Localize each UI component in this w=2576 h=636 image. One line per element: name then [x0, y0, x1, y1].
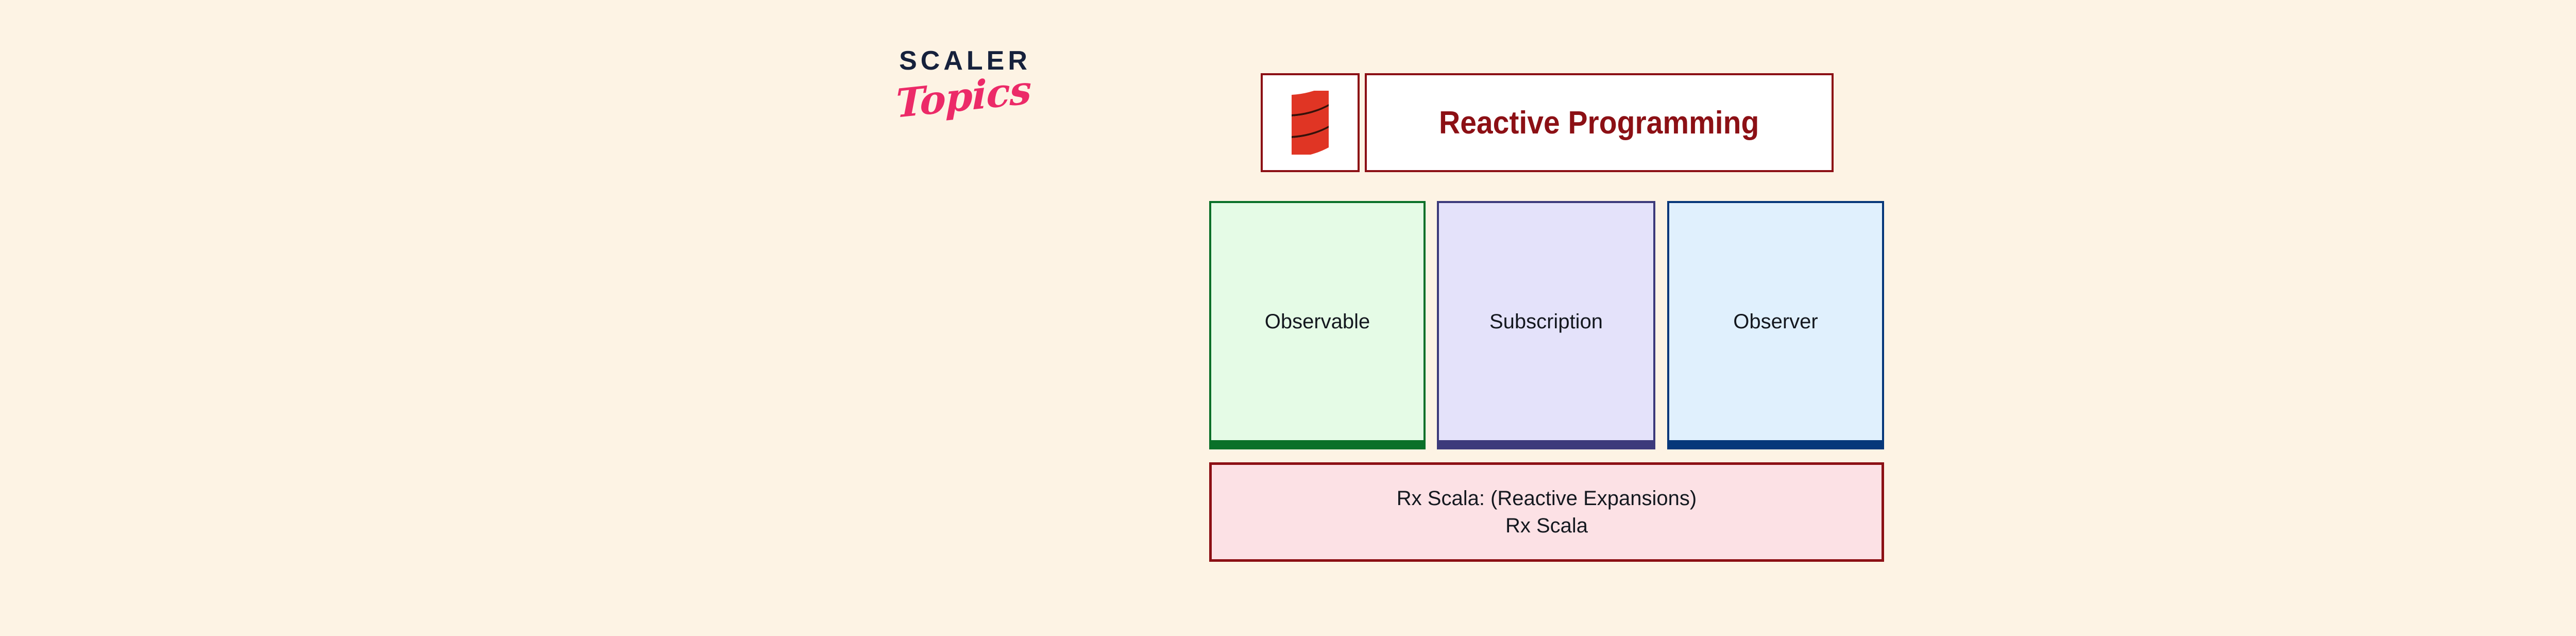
page-title: Reactive Programming	[1439, 105, 1759, 141]
page-title-box: Reactive Programming	[1365, 73, 1834, 172]
header-row: Reactive Programming	[1261, 73, 1834, 172]
scala-logo-box	[1261, 73, 1360, 172]
footer-box-rx-scala: Rx Scala: (Reactive Expansions) Rx Scala	[1209, 462, 1884, 562]
concept-box-observer: Observer	[1667, 201, 1884, 449]
scaler-topics-logo: SCALER Topics	[876, 47, 1051, 140]
concept-box-observable: Observable	[1209, 201, 1426, 449]
brand-name-topics: Topics	[895, 66, 1031, 127]
brand-name-scaler: SCALER	[899, 46, 1031, 76]
footer-line-primary: Rx Scala: (Reactive Expansions)	[1396, 487, 1697, 510]
concept-label-observer: Observer	[1733, 310, 1818, 333]
footer-line-secondary: Rx Scala	[1505, 514, 1588, 537]
concept-label-subscription: Subscription	[1489, 310, 1603, 333]
concept-boxes-row: Observable Subscription Observer	[1209, 201, 1884, 449]
concept-label-observable: Observable	[1264, 310, 1370, 333]
scala-logo-icon	[1289, 85, 1332, 158]
concept-box-subscription: Subscription	[1437, 201, 1655, 449]
